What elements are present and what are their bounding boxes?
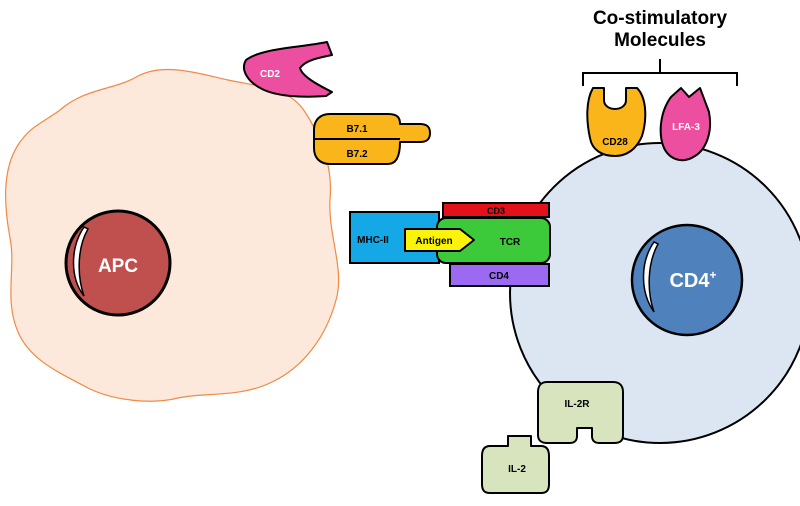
header-line-2: Molecules: [614, 30, 706, 51]
antigen-molecule: [404, 228, 475, 252]
cd2-label: CD2: [260, 69, 280, 80]
cd4-molecule: [449, 263, 550, 287]
t-cell-label: CD4+: [669, 268, 716, 292]
il2-molecule: [481, 435, 550, 494]
cd28-molecule: [586, 87, 647, 157]
cd3-label: CD3: [487, 206, 505, 216]
apc-label: APC: [98, 256, 138, 277]
costim-bracket: [582, 59, 738, 86]
il2r-molecule: [537, 381, 624, 444]
cd4-molecule-label: CD4: [489, 271, 509, 282]
t-cell-nucleus-highlight: [642, 241, 660, 313]
apc-cell: [5, 68, 340, 402]
t-cell-nucleus: [630, 223, 744, 337]
lfa3-molecule: [659, 87, 711, 162]
t-cell-label-superscript: +: [710, 268, 717, 282]
cd28-label: CD28: [602, 137, 628, 148]
header-line-1: Co-stimulatory: [593, 8, 728, 29]
il2r-label: IL-2R: [565, 399, 591, 410]
cd2-molecule: [243, 41, 333, 98]
mhc-ii-label: MHC-II: [357, 235, 389, 246]
tcr-label: TCR: [500, 237, 521, 248]
il2-label: IL-2: [508, 464, 526, 475]
b72-label: B7.2: [346, 149, 368, 160]
antigen-label: Antigen: [415, 236, 452, 247]
lfa3-label: LFA-3: [672, 122, 700, 133]
t-cell-label-main: CD4: [669, 270, 710, 292]
b71-label: B7.1: [346, 124, 368, 135]
apc-nucleus-highlight: [72, 226, 90, 297]
apc-nucleus: [64, 209, 172, 317]
